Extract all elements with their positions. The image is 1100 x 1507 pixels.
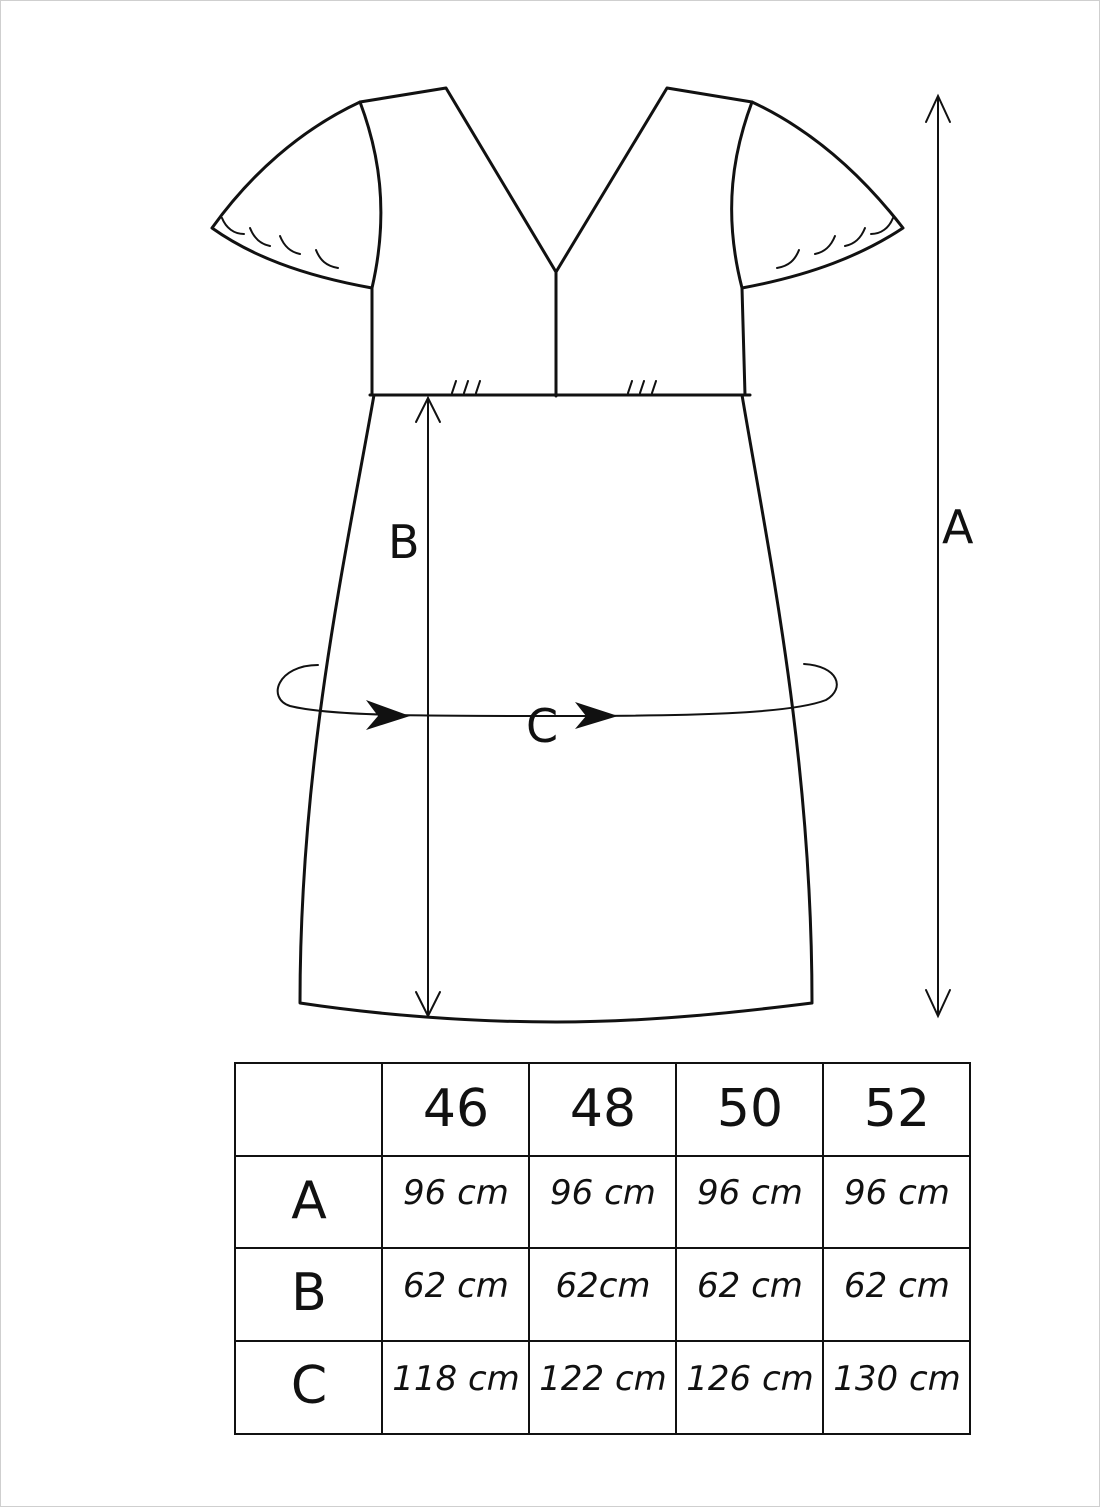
table-cell: 96 cm [844,1173,950,1213]
table-cell: 130 cm [833,1359,961,1399]
dress-drawing [210,86,905,1024]
dimension-a: A [925,93,974,1019]
size-table: 46 48 50 52 A 96 cm 96 cm 96 cm 96 cm B … [234,1062,971,1435]
row-label-c: C [291,1356,327,1416]
dimension-a-arrow-bottom [925,989,951,1019]
dimension-b: B [388,395,441,1019]
size-header: 52 [864,1079,930,1139]
dimension-b-label: B [388,515,420,569]
neckline [358,86,754,274]
table-cell: 96 cm [697,1173,803,1213]
table-cell: 62 cm [403,1266,509,1306]
left-sleeve-ruffle [221,217,339,269]
right-sleeve [740,100,905,290]
waist-gathers-right [627,380,657,394]
left-sleeve [210,100,374,290]
dimension-c-label: C [526,699,558,753]
dimension-c-arrow-1 [366,700,410,730]
waist-gathers-left [451,380,481,394]
table-cell: 122 cm [539,1359,667,1399]
table-cell: 118 cm [392,1359,520,1399]
dimension-c: C [276,663,838,753]
dimension-a-label: A [942,500,974,554]
dimension-c-arrow-2 [575,702,618,729]
bodice-right-side [740,286,747,397]
right-sleeve-ruffle [776,217,894,269]
left-sleeve-inner-seam [358,100,383,290]
table-cell: 96 cm [403,1173,509,1213]
row-label-a: A [291,1171,327,1231]
dimension-c-loop [276,663,838,718]
table-cell: 126 cm [686,1359,814,1399]
table-cell: 96 cm [550,1173,656,1213]
table-cell: 62 cm [697,1266,803,1306]
size-header: 46 [423,1079,489,1139]
table-cell: 62cm [555,1266,650,1306]
dimension-a-arrow-top [925,93,951,123]
skirt-outline [298,393,814,1024]
size-header: 50 [717,1079,783,1139]
right-sleeve-inner-seam [730,100,754,290]
size-header: 48 [570,1079,636,1139]
row-label-b: B [291,1263,327,1323]
dimension-b-arrow-top [415,395,441,423]
table-cell: 62 cm [844,1266,950,1306]
dimension-b-arrow-bottom [415,991,441,1019]
